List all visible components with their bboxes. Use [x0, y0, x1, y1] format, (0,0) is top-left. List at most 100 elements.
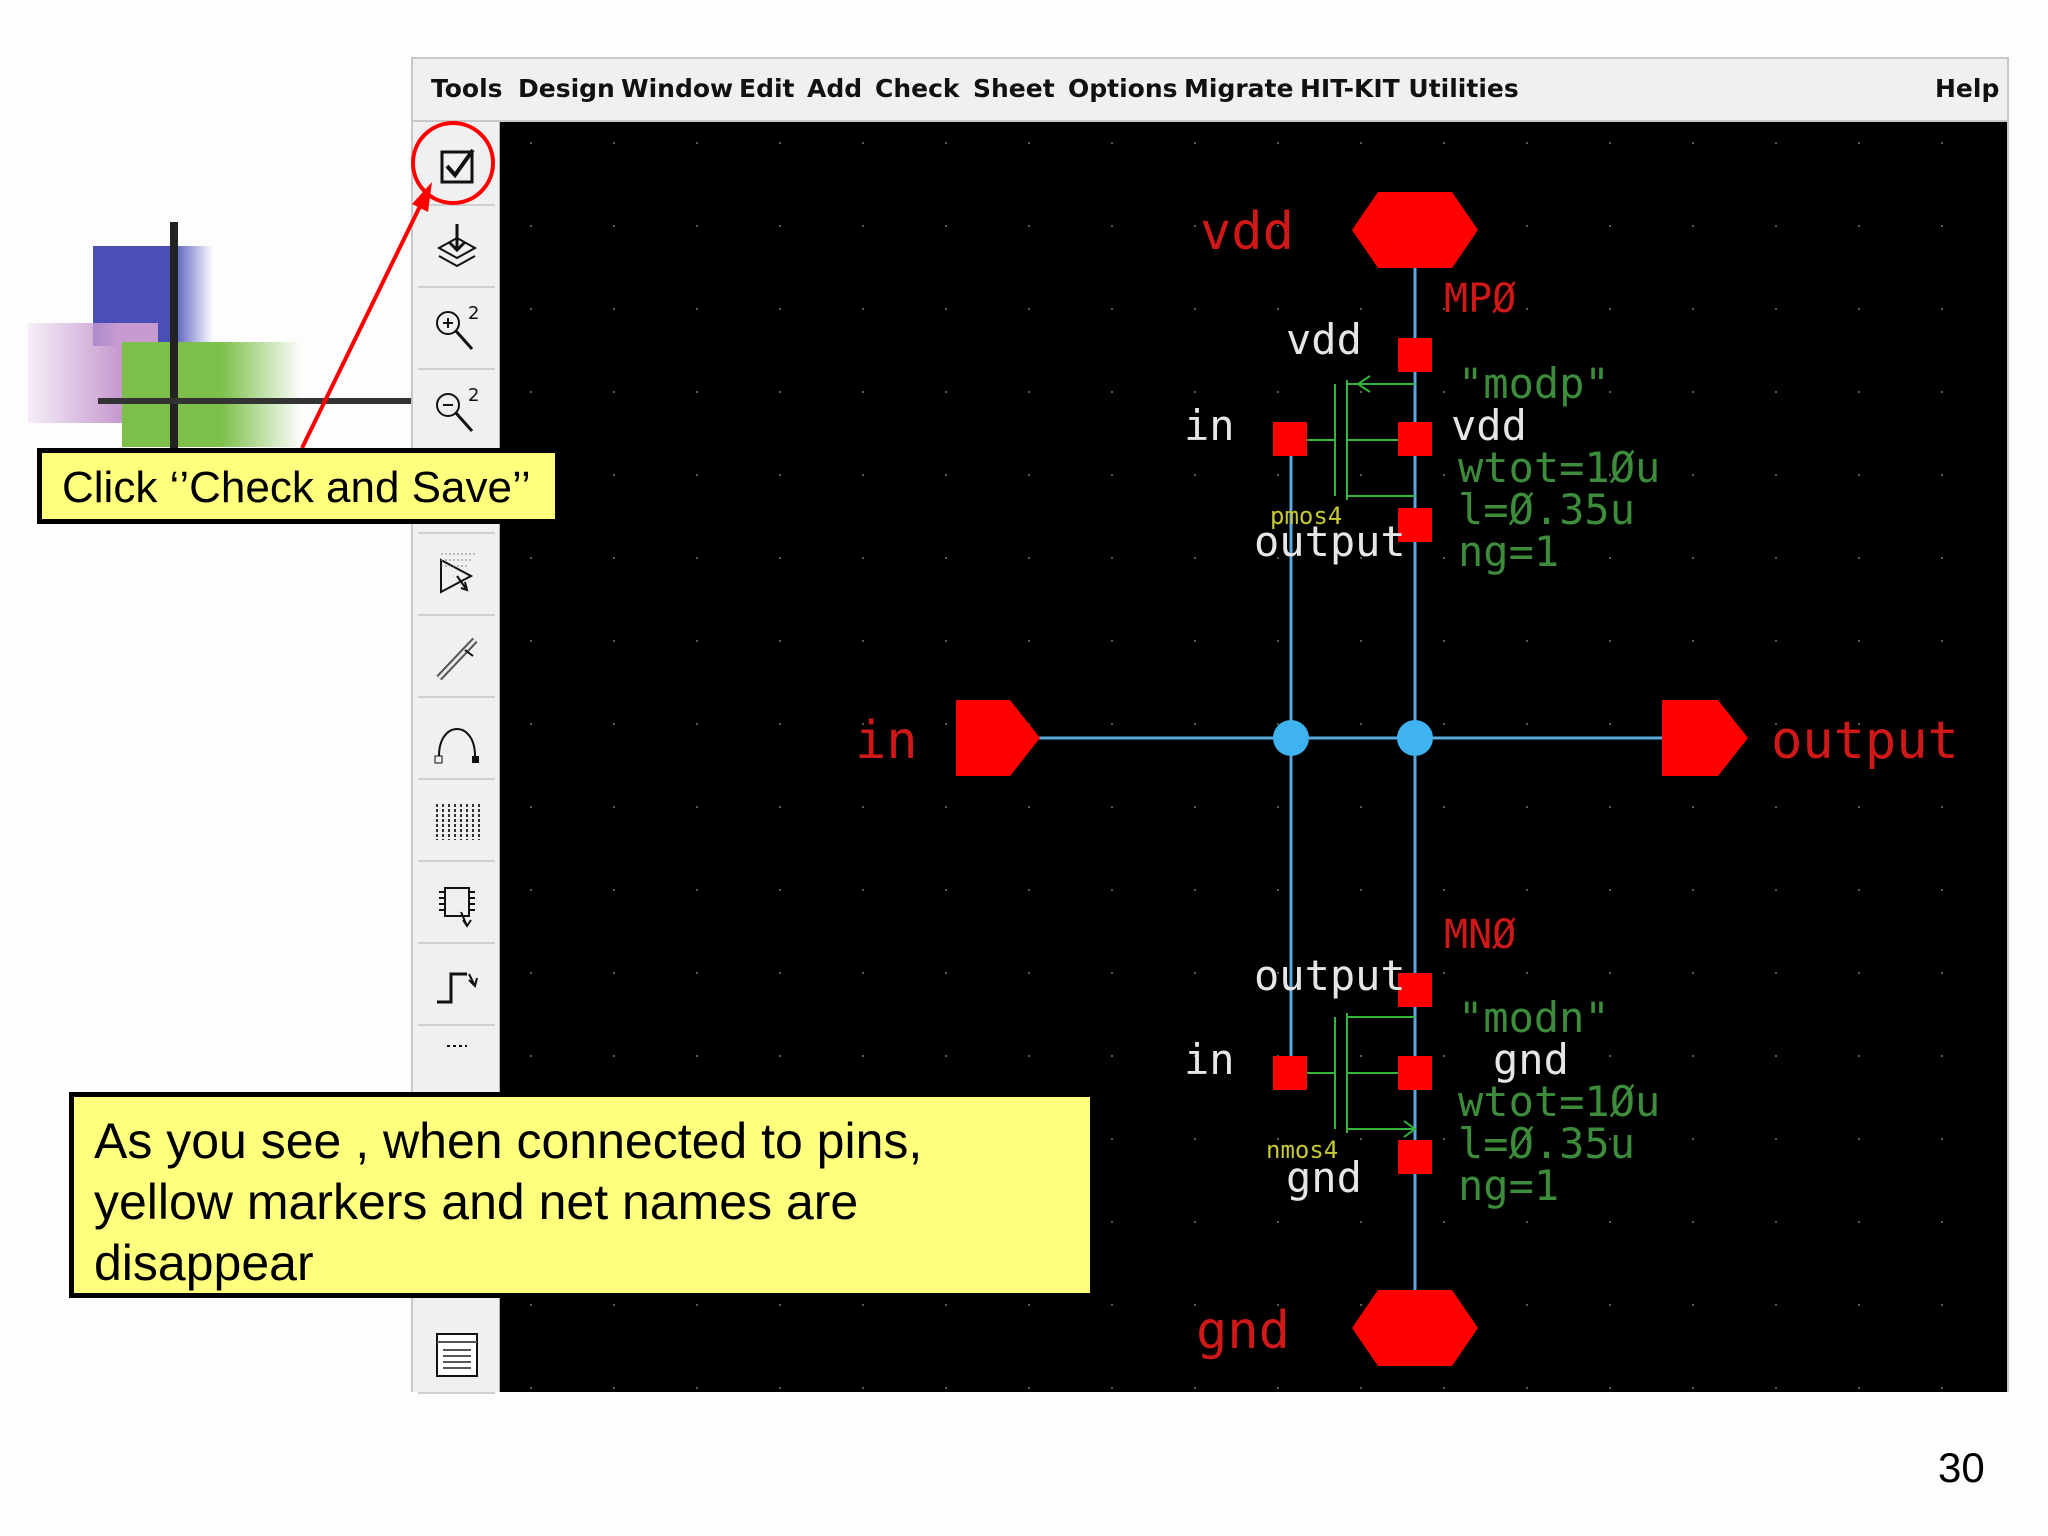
logo-horizontal-line: [98, 398, 414, 404]
step-button[interactable]: [418, 948, 495, 1026]
zoom-in-button[interactable]: 2: [418, 292, 495, 370]
grid-dot: [613, 474, 615, 476]
pmos-gate-terminal[interactable]: [1273, 422, 1307, 456]
grid-dot: [1360, 1055, 1362, 1057]
create-pin-button[interactable]: [418, 866, 495, 944]
in-pin[interactable]: [956, 700, 1040, 776]
pmos-source-terminal[interactable]: [1398, 338, 1432, 372]
gnd-pin[interactable]: [1352, 1290, 1478, 1366]
pmos-ng: ng=1: [1458, 527, 1559, 576]
nmos-gate-terminal[interactable]: [1273, 1056, 1307, 1090]
grid-dot: [530, 225, 532, 227]
grid-dot: [1277, 1387, 1279, 1389]
grid-dot: [1111, 225, 1113, 227]
grid-dot: [1194, 972, 1196, 974]
create-instance-button[interactable]: [418, 538, 495, 616]
grid-dot: [945, 1055, 947, 1057]
menu-help[interactable]: Help: [1935, 74, 2000, 103]
grid-dot: [1526, 1387, 1528, 1389]
grid-dot: [1028, 308, 1030, 310]
grid-dot: [530, 1304, 532, 1306]
grid-dot: [1858, 723, 1860, 725]
grid-dot: [1028, 391, 1030, 393]
grid-dot: [1526, 972, 1528, 974]
schematic-drawing: vdd gnd in output MPØ MNØ vdd in vdd out…: [530, 142, 1959, 1389]
grid-dot: [613, 1304, 615, 1306]
grid-dot: [862, 1387, 864, 1389]
grid-dot: [1194, 806, 1196, 808]
grid-dot: [1360, 391, 1362, 393]
nmos-source-terminal[interactable]: [1398, 1140, 1432, 1174]
grid-dot: [1194, 1304, 1196, 1306]
menu-design[interactable]: Design: [518, 74, 615, 103]
grid-dot: [1443, 1055, 1445, 1057]
label-button[interactable]: [418, 784, 495, 862]
save-button[interactable]: [418, 210, 495, 288]
pmos-instance-name: MPØ: [1444, 276, 1516, 322]
grid-dot: [945, 889, 947, 891]
grid-dot: [1941, 723, 1943, 725]
grid-dot: [613, 640, 615, 642]
grid-dot: [862, 806, 864, 808]
grid-dot: [945, 972, 947, 974]
menu-edit[interactable]: Edit: [739, 74, 795, 103]
grid-dot: [1360, 308, 1362, 310]
grid-dot: [1941, 1304, 1943, 1306]
grid-dot: [779, 557, 781, 559]
pmos-bulk-terminal[interactable]: [1398, 422, 1432, 456]
menu-add[interactable]: Add: [807, 74, 863, 103]
grid-dot: [862, 557, 864, 559]
grid-dot: [1941, 391, 1943, 393]
check-and-save-button[interactable]: [418, 128, 495, 206]
grid-dot: [1609, 806, 1611, 808]
grid-dot: [1111, 474, 1113, 476]
grid-dot: [862, 308, 864, 310]
vdd-pin[interactable]: [1352, 192, 1478, 268]
grid-dot: [1609, 1138, 1611, 1140]
grid-dot: [1609, 557, 1611, 559]
grid-dot: [1028, 972, 1030, 974]
grid-dot: [1692, 1221, 1694, 1223]
wire-arc-button[interactable]: [418, 702, 495, 780]
menu-sheet[interactable]: Sheet: [973, 74, 1055, 103]
grid-dot: [1028, 474, 1030, 476]
menu-tools[interactable]: Tools: [431, 74, 503, 103]
grid-dot: [862, 474, 864, 476]
grid-dot: [1443, 474, 1445, 476]
menu-hit-kit-utilities[interactable]: HIT-KIT Utilities: [1300, 74, 1519, 103]
menu-options[interactable]: Options: [1068, 74, 1178, 103]
wire-button[interactable]: [418, 620, 495, 698]
nmos-drain-terminal[interactable]: [1398, 973, 1432, 1007]
menu-migrate[interactable]: Migrate: [1184, 74, 1294, 103]
grid-dot: [862, 1304, 864, 1306]
output-pin[interactable]: [1662, 700, 1748, 776]
grid-dot: [1858, 225, 1860, 227]
grid-dot: [696, 723, 698, 725]
pin-icon: [438, 887, 475, 928]
grid-dot: [1111, 1138, 1113, 1140]
menu-window[interactable]: Window: [621, 74, 734, 103]
grid-dot: [862, 391, 864, 393]
nmos-bulk-terminal[interactable]: [1398, 1056, 1432, 1090]
grid-dot: [1609, 308, 1611, 310]
grid-dot: [1775, 806, 1777, 808]
grid-dot: [862, 889, 864, 891]
grid-dot: [1526, 474, 1528, 476]
pmos-drain-terminal[interactable]: [1398, 508, 1432, 542]
grid-dot: [1692, 308, 1694, 310]
nmos-bulk-net: gnd: [1493, 1035, 1569, 1084]
grid-dot: [1775, 1221, 1777, 1223]
grid-dot: [1360, 640, 1362, 642]
property-editor-button[interactable]: [418, 1316, 495, 1394]
grid-dot: [1609, 640, 1611, 642]
menu-check[interactable]: Check: [875, 74, 960, 103]
grid-dot: [1443, 1221, 1445, 1223]
grid-dot: [1028, 142, 1030, 144]
grid-dot: [945, 806, 947, 808]
grid-dot: [1443, 557, 1445, 559]
grid-dot: [1941, 640, 1943, 642]
grid-dot: [1941, 308, 1943, 310]
grid-dot: [613, 142, 615, 144]
grid-dot: [862, 1055, 864, 1057]
grid-dot: [1360, 1221, 1362, 1223]
